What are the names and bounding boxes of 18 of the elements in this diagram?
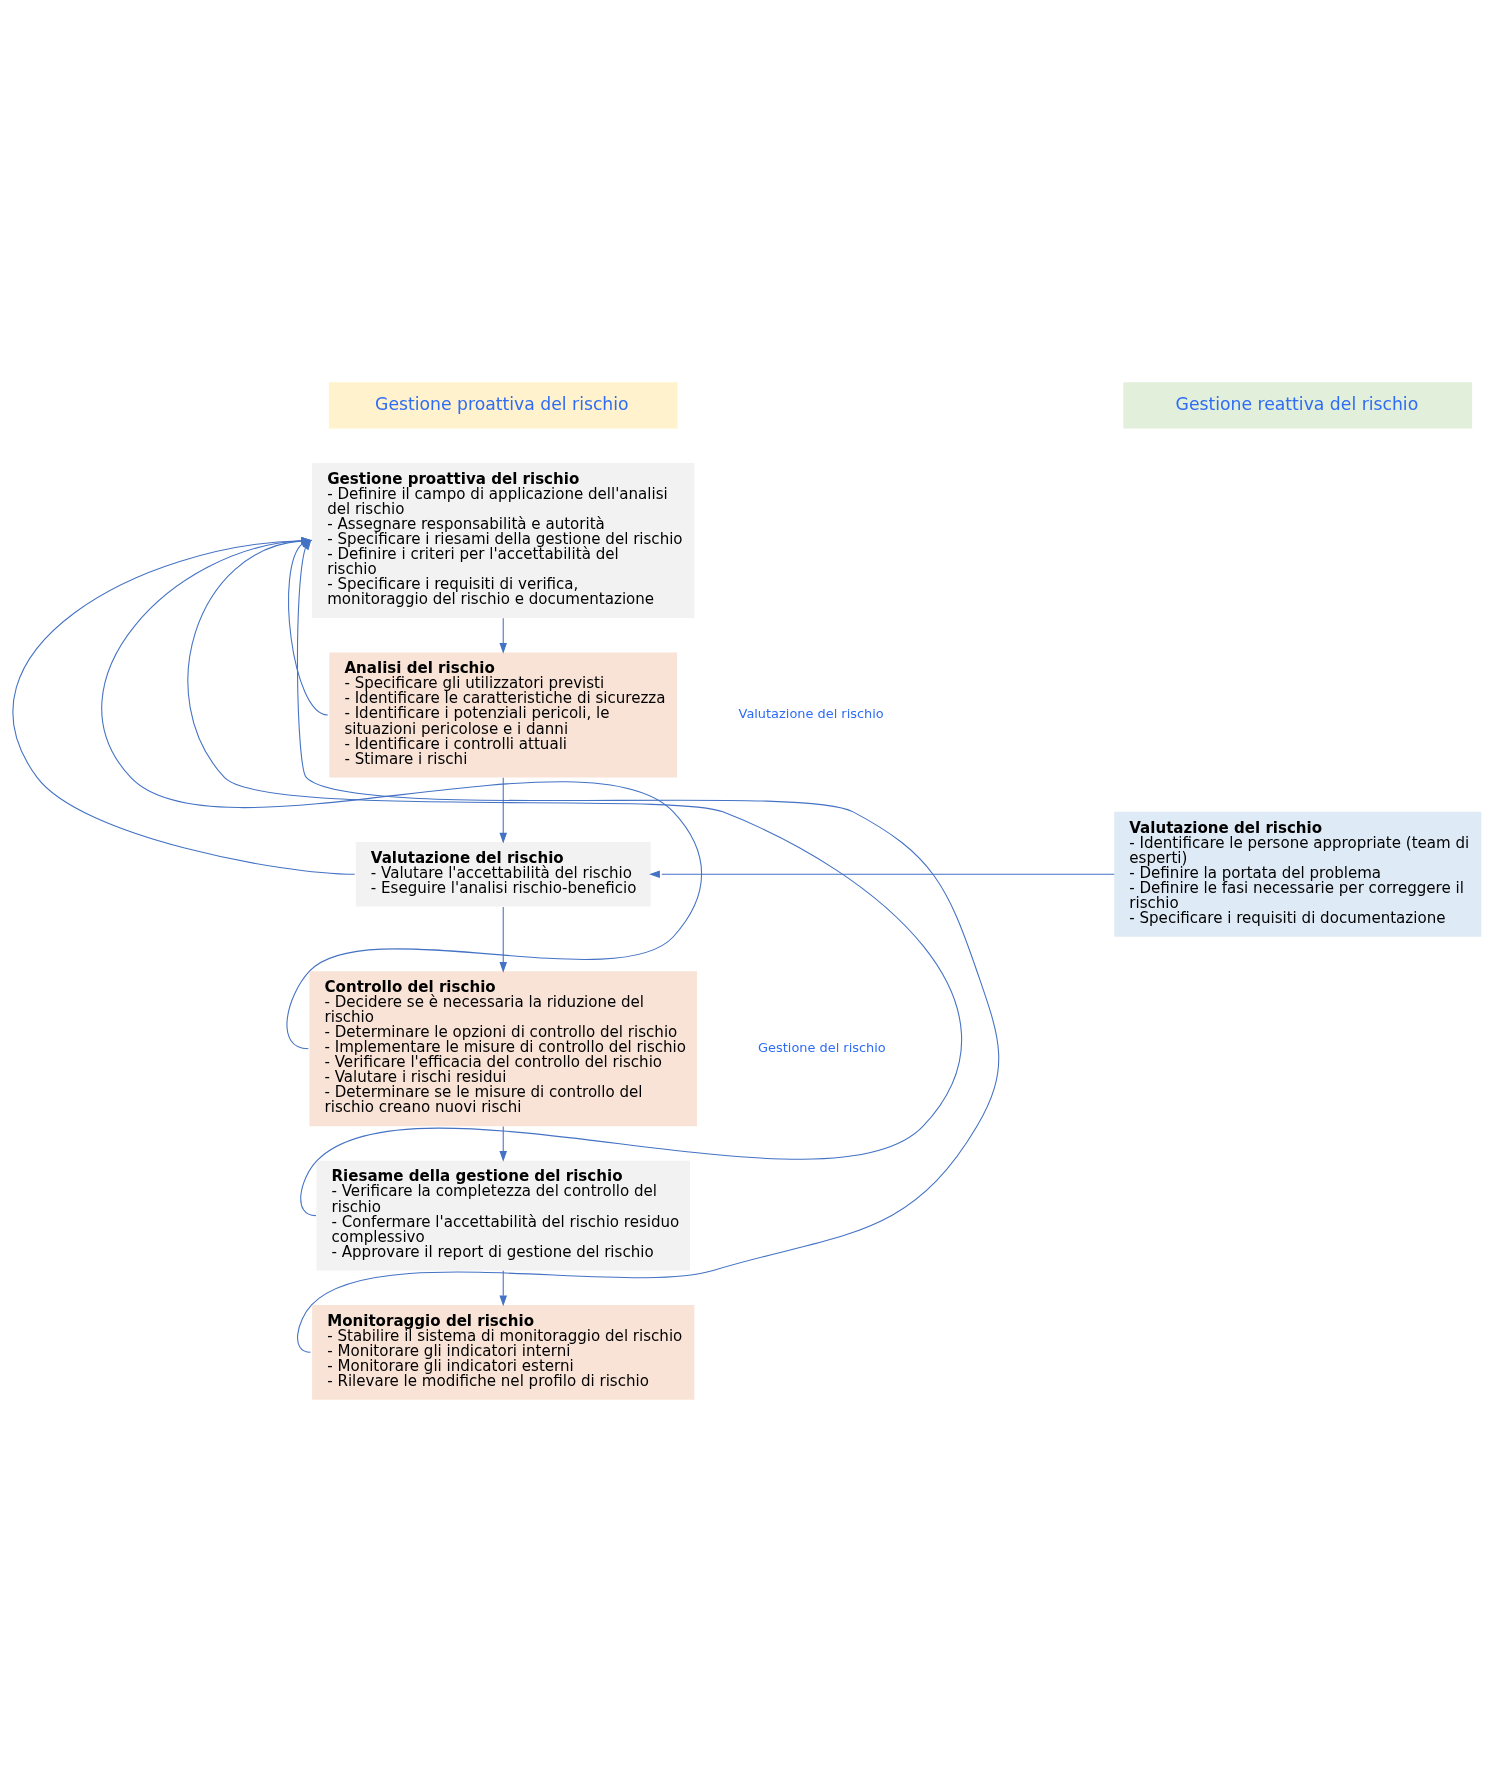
arrow [499, 617, 507, 654]
label: Valutazione del rischio [738, 706, 884, 722]
arrow [12, 536, 356, 875]
node-box: Monitoraggio del rischio - Stabilire il sistema di monitoraggio del rischio - Monitorare gli indicatori interni - Monitorare gli indicatori esterni - Rilevare le modifiche nel profilo di rischio [312, 1304, 695, 1400]
arrow [649, 870, 1115, 879]
arrow [499, 1125, 507, 1162]
node-box: Valutazione del rischio - Identificare le persone appropriate (team di esperti) - Definire la portata del problema - Definire le fasi necessarie per correggere il rischio - Specificare i requisiti di documentazione [1114, 811, 1482, 937]
node-box: Analisi del rischio - Specificare gli utilizzatori previsti - Identificare le caratteristiche di sicurezza - Identificare i potenziali pericoli, le situazioni pericolose e i danni - Identificare i controlli attuali - Stimare i rischi [329, 652, 678, 778]
node-box: Valutazione del rischio - Valutare l'accettabilità del rischio - Eseguire l'analisi rischio-beneficio [355, 842, 651, 907]
node-box: Gestione proattiva del rischio [328, 382, 678, 429]
arrow [499, 777, 507, 844]
node-box: Controllo del rischio - Decidere se è necessaria la riduzione del rischio - Determinare le opzioni di controllo del rischio - Implementare le misure di controllo del rischio - Verificare l'efficacia del controllo del rischio - Valutare i rischi residui - Determinare se le misure di controllo del rischio creano nuovi rischi [309, 971, 697, 1127]
label: Gestione del rischio [758, 1040, 886, 1056]
node-box: Gestione proattiva del rischio - Definire il campo di applicazione dell'analisi del rischio - Assegnare responsabilità e autorità - Specificare i riesami della gestione del rischio - Definire i criteri per l'accettabilità del rischio - Specificare i requisiti di verifica, monitoraggio del rischio e documentazione [312, 463, 695, 619]
node-box: Riesame della gestione del rischio - Verificare la completezza del controllo del rischio - Confermare l'accettabilità del rischio residuo complessivo - Approvare il report di gestione del rischio [316, 1160, 690, 1271]
arrow [499, 906, 507, 973]
node-box: Gestione reattiva del rischio [1123, 382, 1473, 429]
arrow [499, 1270, 507, 1307]
